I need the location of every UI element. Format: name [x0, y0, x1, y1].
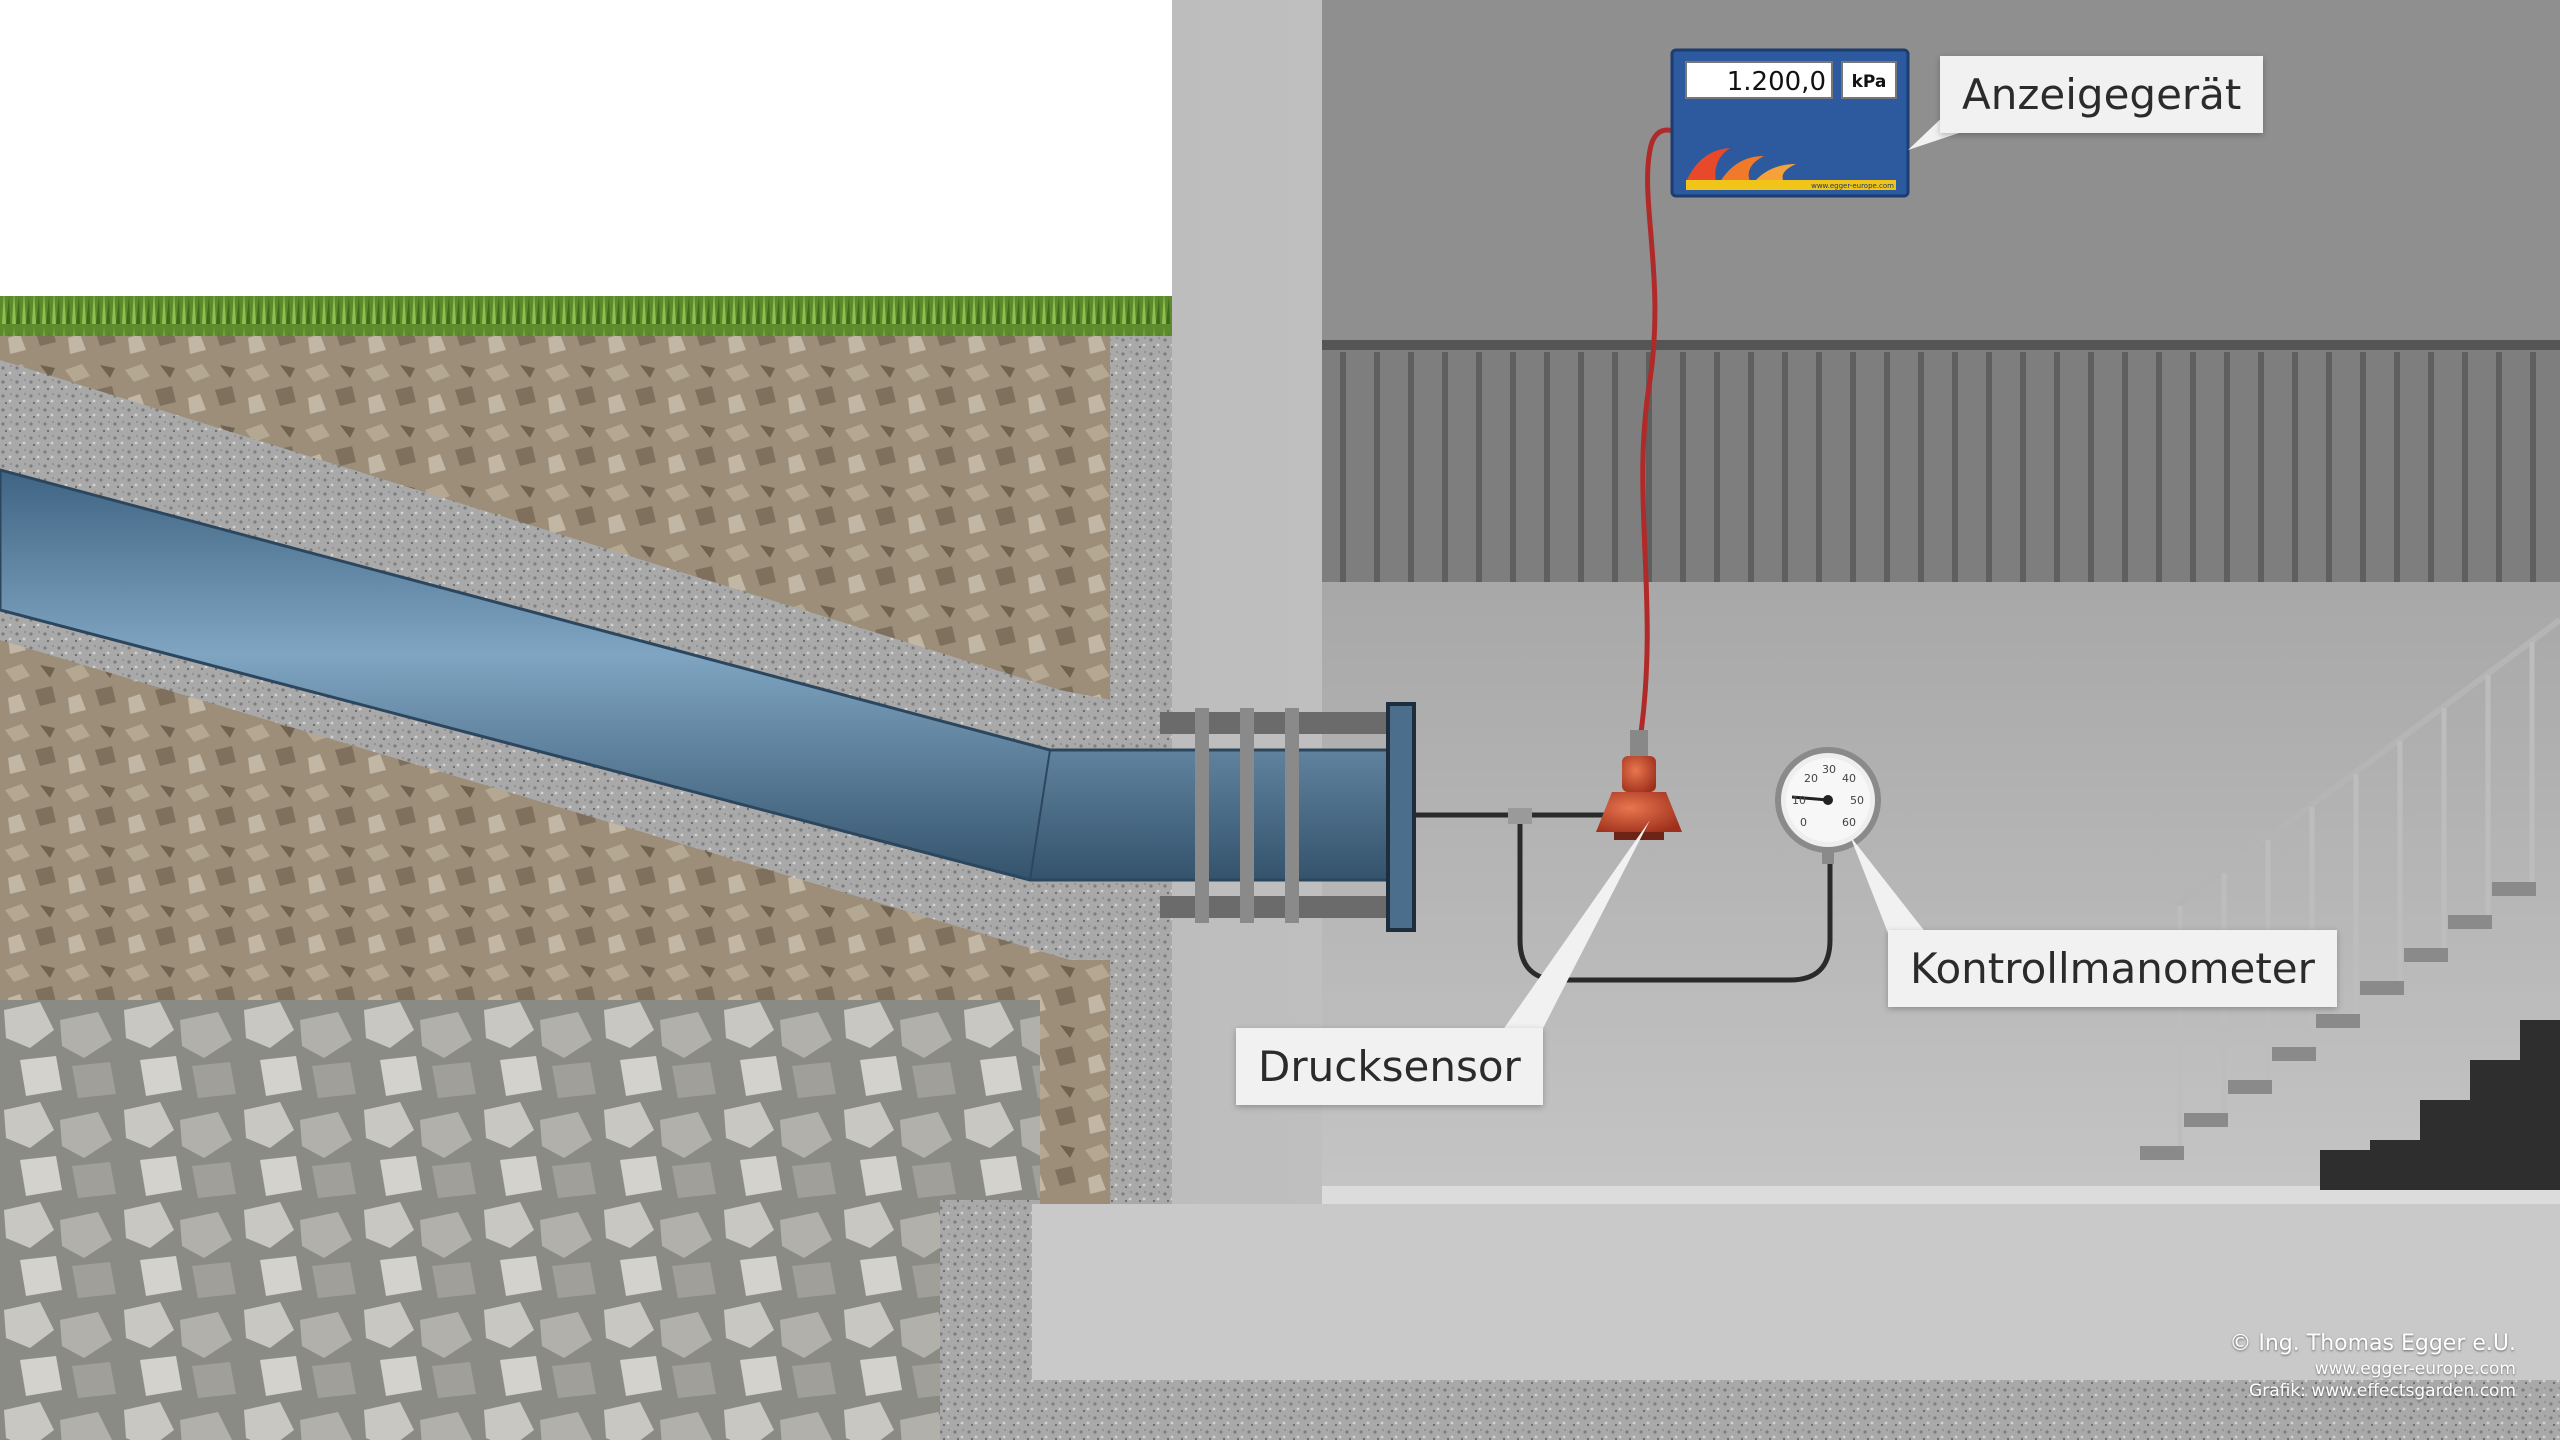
display-device: 1.200,0 kPa www.egger-europe.com [1670, 48, 1910, 198]
wall-grating [1322, 340, 2560, 582]
grating-bar [2020, 352, 2026, 582]
grating-bar [2122, 352, 2128, 582]
display-url: www.egger-europe.com [1811, 182, 1894, 190]
grating-bar [2462, 352, 2468, 582]
stair-tread [2404, 948, 2448, 962]
blind-flange [1386, 702, 1416, 932]
building-base [1032, 1204, 2560, 1380]
gauge-tick-0: 0 [1800, 816, 1807, 829]
grating-bar [2258, 352, 2264, 582]
grating-bar [2190, 352, 2196, 582]
control-manometer: 20 30 40 10 50 0 60 [1775, 747, 1881, 864]
wall-sleeve [1160, 708, 1410, 923]
grating-bar [1816, 352, 1822, 582]
grating-bar [1510, 352, 1516, 582]
callout-display-device-text: Anzeigegerät [1962, 70, 2242, 119]
stair-tread [2492, 882, 2536, 896]
grating-bar [1850, 352, 1856, 582]
rock-layer [0, 1000, 1040, 1440]
gauge-tick-50: 50 [1850, 794, 1864, 807]
gauge-tick-10: 10 [1792, 794, 1806, 807]
copyright-text: © Ing. Thomas Egger e.U. [2229, 1331, 2516, 1356]
gauge-tick-30: 30 [1822, 763, 1836, 776]
display-logo-swoosh [1686, 148, 1730, 182]
stair-tread [2448, 915, 2492, 929]
grass-strip [0, 296, 1172, 336]
grating-bar [1714, 352, 1720, 582]
grating-bar [1952, 352, 1958, 582]
display-value: 1.200,0 [1727, 67, 1826, 97]
grating-bar [1476, 352, 1482, 582]
grating-bar [1680, 352, 1686, 582]
gravel-left-base [940, 1200, 1040, 1440]
grating-bar [2224, 352, 2230, 582]
website-text: www.egger-europe.com [2314, 1359, 2516, 1379]
gauge-tick-60: 60 [1842, 816, 1856, 829]
grating-bar [1408, 352, 1414, 582]
callout-pressure-sensor-text: Drucksensor [1258, 1042, 1521, 1091]
grating-bar [2292, 352, 2298, 582]
grating-bar [2360, 352, 2366, 582]
grating-bar [1986, 352, 1992, 582]
stair-tread [2184, 1113, 2228, 1127]
stair-tread [2228, 1080, 2272, 1094]
foundation-gravel [1010, 1380, 2560, 1440]
stair-tread [2360, 981, 2404, 995]
tee-fitting [1508, 808, 1532, 824]
callout-pressure-sensor: Drucksensor [1236, 1028, 1543, 1105]
callout-display-device: Anzeigegerät [1940, 56, 2264, 133]
grating-bar [1782, 352, 1788, 582]
gauge-tick-40: 40 [1842, 772, 1856, 785]
grating-bar [1748, 352, 1754, 582]
grating-bar [1612, 352, 1618, 582]
grating-bar [1374, 352, 1380, 582]
dark-stair-block [2320, 1020, 2560, 1190]
callout-pointer-manometer [1850, 836, 1930, 938]
display-unit: kPa [1852, 72, 1887, 92]
room-upper-wall [1322, 0, 2560, 340]
grating-bar [1884, 352, 1890, 582]
grating-bar [1646, 352, 1652, 582]
callout-control-manometer-text: Kontrollmanometer [1910, 944, 2315, 993]
signal-cable [1637, 127, 1683, 741]
graphic-credit-text: Grafik: www.effectsgarden.com [2249, 1381, 2516, 1401]
grating-bar [2496, 352, 2502, 582]
pipe-bend-line [1029, 749, 1051, 881]
stair-tread [2140, 1146, 2184, 1160]
room-floor [1322, 1186, 2560, 1204]
grating-bar [2326, 352, 2332, 582]
callout-control-manometer: Kontrollmanometer [1888, 930, 2337, 1007]
grating-bar [1544, 352, 1550, 582]
grating-bar [1442, 352, 1448, 582]
grating-bar [2394, 352, 2400, 582]
grating-bar [1578, 352, 1584, 582]
callout-pointer-sensor [1500, 820, 1650, 1034]
grating-bar [2428, 352, 2434, 582]
grating-bar [2054, 352, 2060, 582]
stair-tread [2272, 1047, 2316, 1061]
grating-bar [1918, 352, 1924, 582]
grating-bar [1340, 352, 1346, 582]
stair-tread [2316, 1014, 2360, 1028]
credits: © Ing. Thomas Egger e.U. www.egger-europ… [2229, 1330, 2516, 1402]
gauge-tick-20: 20 [1804, 772, 1818, 785]
grating-bar [2088, 352, 2094, 582]
grating-bar [2156, 352, 2162, 582]
grating-bar [2530, 352, 2536, 582]
